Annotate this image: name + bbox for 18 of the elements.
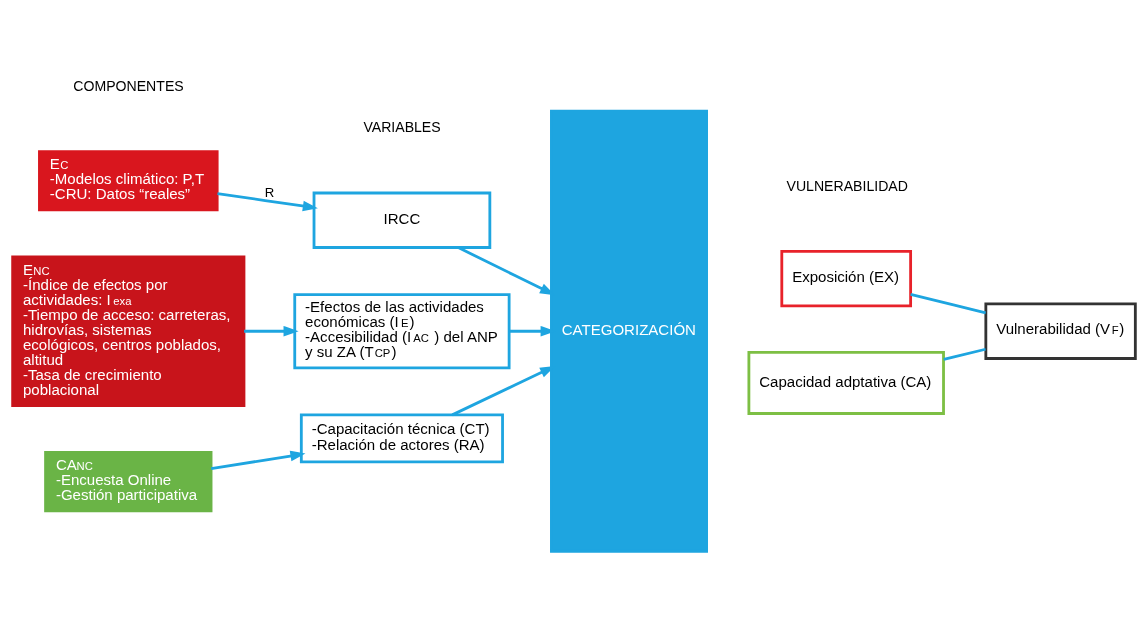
node-box: EC -Modelos climático: P,T -CRU: Datos “reales” [38,149,219,211]
node-box: -Capacitación técnica (CT) -Relación de actores (RA) [299,413,504,463]
node-box: IRCC [312,191,492,249]
node-box: Capacidad adptativa (CA) [747,350,945,415]
node-box: Vulnerabilidad (VF) [984,302,1137,360]
node-box: ENC -Índice de efectos por actividades: Iexa -Tiempo de acceso: carreteras, hidrovías, sistemas ecológicos, centros poblados, altitud -Tasa de crecimiento poblacional [11,255,246,407]
node-box: CATEGORIZACIÓN [550,109,708,553]
connector [910,292,986,314]
node-box: CANC -Encuesta Online -Gestión participativa [44,450,213,512]
label: COMPONENTES [73,77,184,94]
arrow [244,325,299,336]
arrow [217,191,318,211]
label: VULNERABILIDAD [786,177,908,194]
edge-label: R [264,184,275,200]
node-box: Exposición (EX) [780,249,913,307]
arrow [210,450,306,470]
connector [943,347,986,361]
label: VARIABLES [363,118,441,135]
